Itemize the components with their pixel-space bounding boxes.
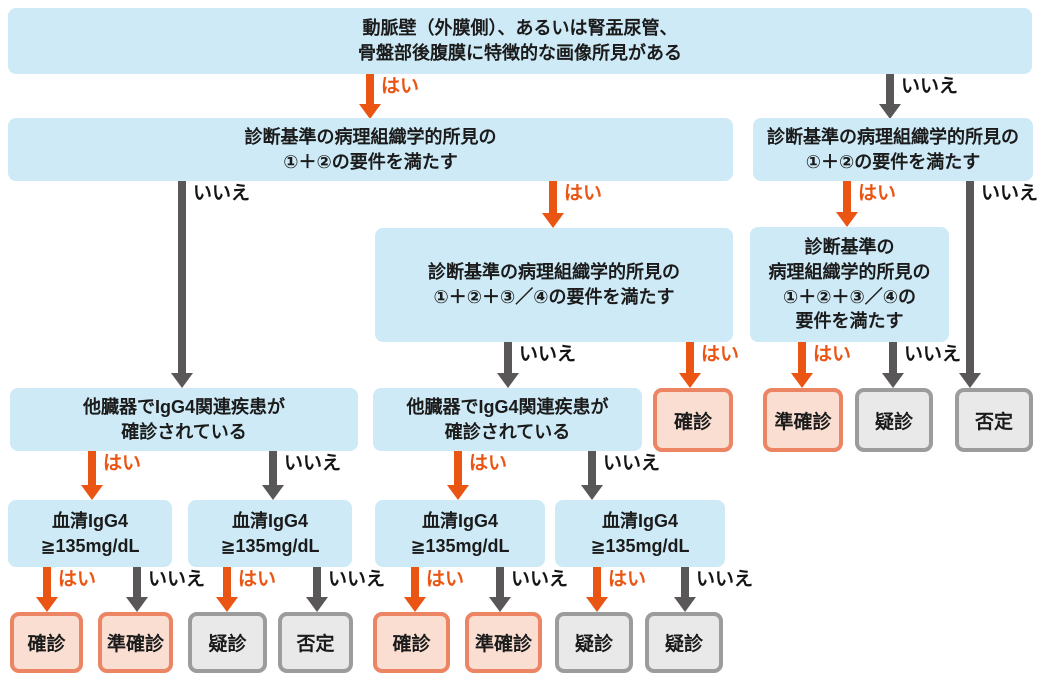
arrow-head-icon bbox=[674, 597, 696, 612]
arrow-shaft bbox=[593, 567, 601, 598]
arrow-head-icon bbox=[679, 373, 701, 388]
arrow-shaft bbox=[496, 567, 504, 598]
node-serum-igg4-1: 血清IgG4 ≧135mg/dL bbox=[8, 500, 172, 567]
terminal-negative: 否定 bbox=[955, 388, 1033, 452]
arrow-label-yes: はい bbox=[469, 453, 508, 474]
arrow-head-icon bbox=[959, 373, 981, 388]
arrow-label-yes: はい bbox=[238, 569, 277, 590]
arrow-head-icon bbox=[36, 597, 58, 612]
arrow-head-icon bbox=[171, 373, 193, 388]
node-imaging-findings: 動脈壁（外膜側）、あるいは腎盂尿管、 骨盤部後腹膜に特徴的な画像所見がある bbox=[8, 8, 1032, 74]
node-histology-1-2-3-4-right: 診断基準の 病理組織学的所見の ①＋②＋③／④の 要件を満たす bbox=[750, 227, 949, 342]
arrow-shaft bbox=[313, 567, 321, 598]
arrow-head-icon bbox=[359, 104, 381, 119]
terminal-suspected: 疑診 bbox=[555, 612, 633, 673]
arrow-shaft bbox=[366, 74, 374, 105]
arrow-label-no: いいえ bbox=[284, 453, 342, 474]
node-histology-1-2-right: 診断基準の病理組織学的所見の ①＋②の要件を満たす bbox=[753, 118, 1033, 181]
arrow-head-icon bbox=[791, 373, 813, 388]
arrow-shaft bbox=[966, 181, 974, 374]
arrow-shaft bbox=[133, 567, 141, 598]
arrow-head-icon bbox=[404, 597, 426, 612]
arrow-label-yes: はい bbox=[813, 344, 852, 365]
arrow-head-icon bbox=[581, 485, 603, 500]
arrow-shaft bbox=[411, 567, 419, 598]
arrow-label-yes: はい bbox=[103, 453, 142, 474]
terminal-confirmed: 確診 bbox=[10, 612, 83, 673]
node-serum-igg4-3: 血清IgG4 ≧135mg/dL bbox=[375, 500, 545, 567]
arrow-head-icon bbox=[497, 373, 519, 388]
terminal-semi-confirmed: 準確診 bbox=[98, 612, 173, 673]
arrow-shaft bbox=[269, 451, 277, 486]
arrow-label-no: いいえ bbox=[519, 344, 577, 365]
node-serum-igg4-4: 血清IgG4 ≧135mg/dL bbox=[555, 500, 725, 567]
terminal-suspected: 疑診 bbox=[188, 612, 267, 673]
terminal-negative: 否定 bbox=[278, 612, 353, 673]
node-serum-igg4-2: 血清IgG4 ≧135mg/dL bbox=[188, 500, 352, 567]
arrow-label-yes: はい bbox=[381, 76, 420, 97]
arrow-shaft bbox=[681, 567, 689, 598]
arrow-shaft bbox=[43, 567, 51, 598]
terminal-confirmed: 確診 bbox=[653, 388, 733, 452]
arrow-label-yes: はい bbox=[426, 569, 465, 590]
arrow-shaft bbox=[454, 451, 462, 486]
arrow-label-yes: はい bbox=[58, 569, 97, 590]
arrow-head-icon bbox=[81, 485, 103, 500]
arrow-head-icon bbox=[882, 373, 904, 388]
arrow-label-yes: はい bbox=[858, 183, 897, 204]
arrow-shaft bbox=[223, 567, 231, 598]
arrow-shaft bbox=[886, 74, 894, 105]
arrow-head-icon bbox=[262, 485, 284, 500]
arrow-head-icon bbox=[447, 485, 469, 500]
node-histology-1-2-3-4-mid: 診断基準の病理組織学的所見の ①＋②＋③／④の要件を満たす bbox=[375, 228, 733, 342]
arrow-shaft bbox=[686, 342, 694, 374]
arrow-label-no: いいえ bbox=[904, 344, 962, 365]
arrow-label-no: いいえ bbox=[901, 76, 959, 97]
arrow-label-no: いいえ bbox=[328, 569, 386, 590]
arrow-head-icon bbox=[216, 597, 238, 612]
arrow-shaft bbox=[178, 181, 186, 374]
arrow-head-icon bbox=[542, 213, 564, 228]
arrow-label-no: いいえ bbox=[696, 569, 754, 590]
node-other-organ-mid: 他臓器でIgG4関連疾患が 確診されている bbox=[373, 388, 642, 451]
arrow-head-icon bbox=[879, 104, 901, 119]
arrow-shaft bbox=[504, 342, 512, 374]
node-histology-1-2-left: 診断基準の病理組織学的所見の ①＋②の要件を満たす bbox=[8, 118, 733, 181]
arrow-shaft bbox=[549, 181, 557, 214]
arrow-shaft bbox=[843, 181, 851, 213]
arrow-label-no: いいえ bbox=[603, 453, 661, 474]
arrow-shaft bbox=[588, 451, 596, 486]
arrow-label-yes: はい bbox=[608, 569, 647, 590]
arrow-label-no: いいえ bbox=[981, 183, 1039, 204]
arrow-shaft bbox=[88, 451, 96, 486]
arrow-head-icon bbox=[586, 597, 608, 612]
terminal-suspected: 疑診 bbox=[645, 612, 723, 673]
terminal-confirmed: 確診 bbox=[373, 612, 450, 673]
arrow-shaft bbox=[889, 342, 897, 374]
arrow-label-no: いいえ bbox=[511, 569, 569, 590]
arrow-head-icon bbox=[489, 597, 511, 612]
arrow-label-yes: はい bbox=[564, 183, 603, 204]
arrow-shaft bbox=[798, 342, 806, 374]
terminal-semi-confirmed: 準確診 bbox=[465, 612, 542, 673]
arrow-head-icon bbox=[306, 597, 328, 612]
arrow-head-icon bbox=[836, 212, 858, 227]
arrow-head-icon bbox=[126, 597, 148, 612]
arrow-label-yes: はい bbox=[701, 344, 740, 365]
arrow-label-no: いいえ bbox=[193, 183, 251, 204]
arrow-label-no: いいえ bbox=[148, 569, 206, 590]
terminal-suspected: 疑診 bbox=[855, 388, 933, 452]
node-other-organ-left: 他臓器でIgG4関連疾患が 確診されている bbox=[10, 388, 358, 451]
terminal-semi-confirmed: 準確診 bbox=[763, 388, 843, 452]
